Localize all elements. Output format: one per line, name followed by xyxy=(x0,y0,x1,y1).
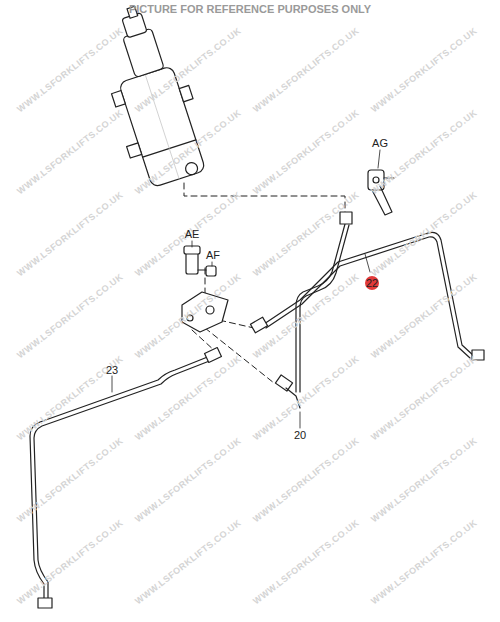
notice-heading: PICTURE FOR REFERENCE PURPOSES ONLY xyxy=(129,3,371,15)
watermark: WWW.LSFORKLIFTS.CO.UK xyxy=(369,354,479,443)
watermark: WWW.LSFORKLIFTS.CO.UK xyxy=(133,354,243,443)
watermark: WWW.LSFORKLIFTS.CO.UK xyxy=(251,26,361,115)
watermark: WWW.LSFORKLIFTS.CO.UK xyxy=(369,272,479,361)
watermark: WWW.LSFORKLIFTS.CO.UK xyxy=(15,518,125,607)
brake-pipe-23 xyxy=(30,348,221,608)
pipe-clip xyxy=(368,170,394,215)
watermark: WWW.LSFORKLIFTS.CO.UK xyxy=(15,272,125,361)
watermark: WWW.LSFORKLIFTS.CO.UK xyxy=(15,190,125,279)
callout-number: 20 xyxy=(292,429,308,442)
watermark: WWW.LSFORKLIFTS.CO.UK xyxy=(133,272,243,361)
watermark: WWW.LSFORKLIFTS.CO.UK xyxy=(251,436,361,525)
watermark: WWW.LSFORKLIFTS.CO.UK xyxy=(369,190,479,279)
master-cylinder xyxy=(86,0,215,191)
watermark: WWW.LSFORKLIFTS.CO.UK xyxy=(15,26,125,115)
callout-letter: AG xyxy=(370,137,390,150)
callout-letter: AE xyxy=(183,228,202,241)
watermark: WWW.LSFORKLIFTS.CO.UK xyxy=(133,436,243,525)
watermark: WWW.LSFORKLIFTS.CO.UK xyxy=(251,272,361,361)
callout-number: 22 xyxy=(364,277,380,290)
watermark: WWW.LSFORKLIFTS.CO.UK xyxy=(369,108,479,197)
watermark: WWW.LSFORKLIFTS.CO.UK xyxy=(133,518,243,607)
watermark: WWW.LSFORKLIFTS.CO.UK xyxy=(251,108,361,197)
brake-pipe-20 xyxy=(275,212,352,408)
junction-block xyxy=(182,246,228,332)
callout-letter: AF xyxy=(204,249,222,262)
callout-number: 23 xyxy=(104,364,120,377)
watermark: WWW.LSFORKLIFTS.CO.UK xyxy=(251,518,361,607)
watermark: WWW.LSFORKLIFTS.CO.UK xyxy=(369,518,479,607)
watermark: WWW.LSFORKLIFTS.CO.UK xyxy=(369,436,479,525)
watermark: WWW.LSFORKLIFTS.CO.UK xyxy=(369,26,479,115)
watermark: WWW.LSFORKLIFTS.CO.UK xyxy=(15,108,125,197)
brake-pipe-22 xyxy=(250,232,484,360)
